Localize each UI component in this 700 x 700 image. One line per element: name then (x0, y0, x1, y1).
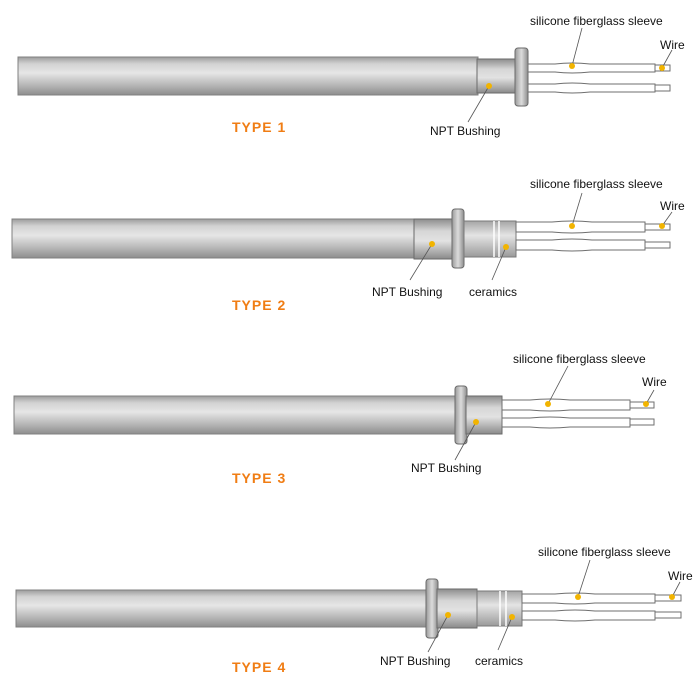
wire-assembly (521, 592, 682, 622)
type-label: TYPE 4 (232, 659, 286, 675)
sleeve-label: silicone fiberglass sleeve (538, 545, 671, 559)
ceramics-label: ceramics (475, 654, 523, 668)
callout-dot (486, 83, 492, 89)
callout-dot (509, 614, 515, 620)
silicone-sleeve (501, 416, 631, 429)
npt-bushing-body (476, 58, 518, 94)
wire-assembly (527, 62, 671, 94)
leader-line (427, 614, 449, 653)
callout-dot (445, 612, 451, 618)
heater-type-3: silicone fiberglass sleeve Wire NPT Bush… (13, 352, 667, 486)
silicone-sleeve (527, 62, 656, 74)
wire-end (654, 84, 671, 92)
callout-dot (503, 244, 509, 250)
npt-bushing-body (413, 218, 455, 260)
sleeve-label: silicone fiberglass sleeve (530, 177, 663, 191)
silicone-sleeve (521, 609, 656, 622)
leader-line (571, 192, 583, 227)
leader-line (547, 365, 569, 405)
leader-line (409, 243, 433, 281)
bushing-label: NPT Bushing (372, 285, 442, 299)
wire-label: Wire (660, 38, 685, 52)
wire-end (629, 401, 655, 409)
sleeve-label: silicone fiberglass sleeve (530, 14, 663, 28)
bushing-label: NPT Bushing (380, 654, 450, 668)
npt-bushing-hex (451, 208, 465, 269)
silicone-sleeve (515, 220, 646, 234)
heater-tube (13, 395, 459, 435)
leader-line (497, 616, 513, 651)
leader-line (467, 85, 490, 123)
heater-tube (17, 56, 479, 96)
callout-dot (569, 63, 575, 69)
callout-dot (659, 223, 665, 229)
wire-assembly (515, 220, 671, 252)
heater-tube (11, 218, 416, 259)
silicone-sleeve (521, 592, 656, 605)
silicone-sleeve (527, 82, 656, 94)
leader-line (454, 421, 477, 461)
wire-end (654, 594, 682, 602)
callout-dot (669, 594, 675, 600)
leader-line (661, 49, 673, 69)
sleeve-label: silicone fiberglass sleeve (513, 352, 646, 366)
leader-line (571, 27, 583, 67)
heater-type-1: silicone fiberglass sleeve Wire NPT Bush… (17, 14, 685, 138)
heater-type-2: silicone fiberglass sleeve Wire NPT Bush… (11, 177, 685, 313)
type-label: TYPE 3 (232, 470, 286, 486)
npt-bushing-hex (514, 47, 529, 107)
heater-tube (15, 589, 429, 628)
type-label: TYPE 2 (232, 297, 286, 313)
npt-bushing-body (465, 395, 503, 435)
bushing-label: NPT Bushing (430, 124, 500, 138)
callout-dot (643, 401, 649, 407)
callout-dot (659, 65, 665, 71)
wire-assembly (501, 398, 655, 429)
bushing-label: NPT Bushing (411, 461, 481, 475)
npt-bushing-hex (425, 578, 439, 639)
callout-dot (473, 419, 479, 425)
npt-bushing-hex (454, 385, 468, 445)
wire-end (629, 418, 655, 426)
callout-dot (545, 401, 551, 407)
wire-end (654, 611, 682, 619)
callout-dot (429, 241, 435, 247)
npt-bushing-body (436, 588, 478, 629)
type-label: TYPE 1 (232, 119, 286, 135)
heater-type-4: silicone fiberglass sleeve Wire NPT Bush… (15, 545, 693, 675)
silicone-sleeve (501, 398, 631, 412)
wire-end (644, 223, 671, 231)
callout-dot (569, 223, 575, 229)
wire-label: Wire (668, 569, 693, 583)
ceramic-section (463, 220, 517, 258)
leader-line (577, 559, 591, 598)
wire-end (644, 241, 671, 249)
callout-dot (575, 594, 581, 600)
wire-label: Wire (660, 199, 685, 213)
ceramics-label: ceramics (469, 285, 517, 299)
wire-label: Wire (642, 375, 667, 389)
silicone-sleeve (515, 238, 646, 252)
leader-line (491, 246, 507, 281)
